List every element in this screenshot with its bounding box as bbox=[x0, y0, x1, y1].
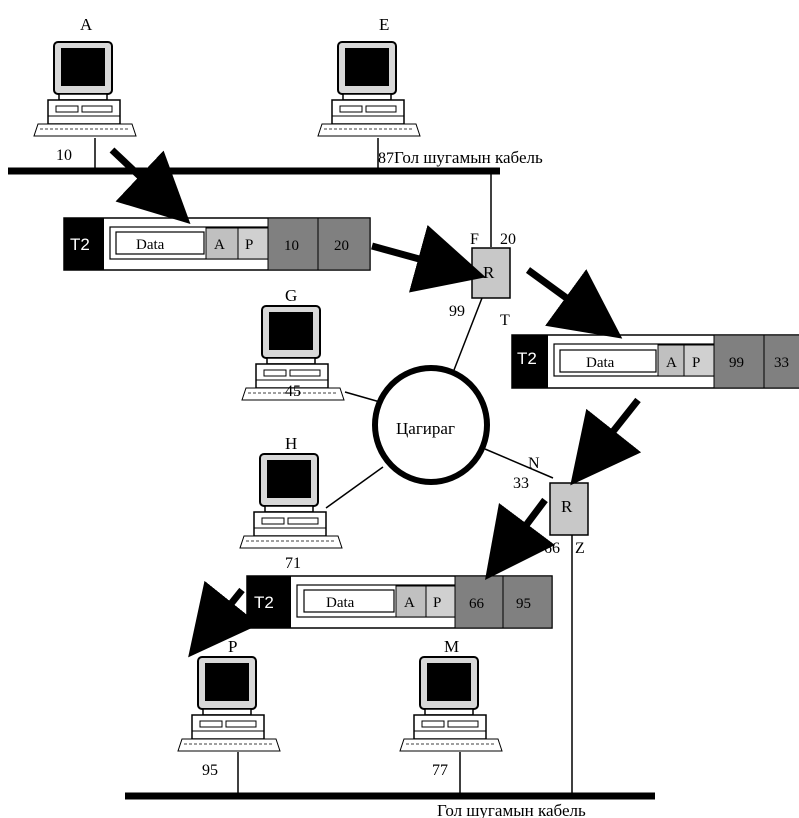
packet-3-src: 66 bbox=[469, 596, 485, 612]
packet-1-p: P bbox=[245, 237, 253, 253]
host-a-port: 10 bbox=[56, 147, 72, 164]
arrow-packet1-to-router1 bbox=[371, 224, 486, 293]
host-m: M 77 bbox=[399, 637, 503, 794]
packet-3-t2: T2 bbox=[254, 593, 274, 612]
router-2-top-port: N bbox=[528, 455, 540, 472]
router-2-bottom-port: Z bbox=[575, 540, 585, 557]
router-1-top-num: 20 bbox=[500, 231, 516, 248]
arrow-router2-to-packet3 bbox=[485, 497, 555, 580]
host-p-label: P bbox=[228, 637, 237, 656]
packet-2-a: A bbox=[666, 355, 677, 371]
host-h-label: H bbox=[285, 434, 297, 453]
router-1-left-num: 99 bbox=[449, 303, 465, 320]
packet-1-a: A bbox=[214, 237, 225, 253]
host-e: E 87 bbox=[317, 15, 421, 168]
host-e-port: 87 bbox=[378, 150, 394, 167]
host-p-port: 95 bbox=[202, 762, 218, 779]
packet-2-t2: T2 bbox=[517, 349, 537, 368]
host-e-label: E bbox=[379, 15, 389, 34]
host-m-port: 77 bbox=[432, 762, 448, 779]
router-2-left-num: 33 bbox=[513, 475, 529, 492]
ring-network: Цагираг bbox=[372, 365, 490, 485]
host-a-label: A bbox=[80, 15, 93, 34]
arrow-packet3-to-p bbox=[188, 580, 260, 658]
host-g-label: G bbox=[285, 286, 297, 305]
packet-2-src: 99 bbox=[729, 355, 744, 371]
host-m-label: M bbox=[444, 637, 459, 656]
router-1-label: R bbox=[483, 263, 495, 282]
host-a: A 10 bbox=[33, 15, 137, 168]
packet-1-dst: 20 bbox=[334, 238, 349, 254]
router-1-right-port: T bbox=[500, 312, 510, 329]
packet-1-src: 10 bbox=[284, 238, 299, 254]
arrow-router1-to-packet2 bbox=[525, 267, 623, 339]
packet-1: T2 Data A P 10 20 bbox=[63, 217, 371, 271]
router-2-label: R bbox=[561, 497, 573, 516]
host-p: P 95 bbox=[177, 637, 281, 794]
packet-2-p: P bbox=[692, 355, 700, 371]
packet-2: T2 Data A P 99 33 bbox=[511, 334, 799, 389]
host-h: H 71 bbox=[239, 434, 384, 572]
arrow-a-to-packet1 bbox=[109, 147, 191, 225]
packet-3-p: P bbox=[433, 595, 441, 611]
packet-3-dst: 95 bbox=[516, 596, 531, 612]
packet-2-data: Data bbox=[586, 355, 615, 371]
packet-3-data: Data bbox=[326, 595, 355, 611]
bottom-cable-label: Гол шугамын кабель bbox=[437, 801, 586, 818]
packet-1-data: Data bbox=[136, 237, 165, 253]
top-cable-label: Гол шугамын кабель bbox=[394, 148, 543, 167]
ring-label: Цагираг bbox=[396, 419, 455, 438]
packet-1-t2: T2 bbox=[70, 235, 90, 254]
router-1-top-port: F bbox=[470, 231, 479, 248]
router-2: R N 33 66 Z bbox=[513, 455, 589, 557]
host-g-port: 45 bbox=[285, 383, 301, 400]
packet-3: T2 Data A P 66 95 bbox=[246, 575, 553, 629]
packet-2-dst: 33 bbox=[774, 355, 789, 371]
router-1: R F 20 99 T bbox=[449, 231, 516, 329]
flow-arrows bbox=[109, 147, 642, 658]
host-h-port: 71 bbox=[285, 555, 301, 572]
router-2-bottom-num: 66 bbox=[544, 540, 560, 557]
host-g: G 45 bbox=[241, 286, 381, 403]
arrow-packet2-to-router2 bbox=[570, 397, 642, 486]
packet-3-a: A bbox=[404, 595, 415, 611]
